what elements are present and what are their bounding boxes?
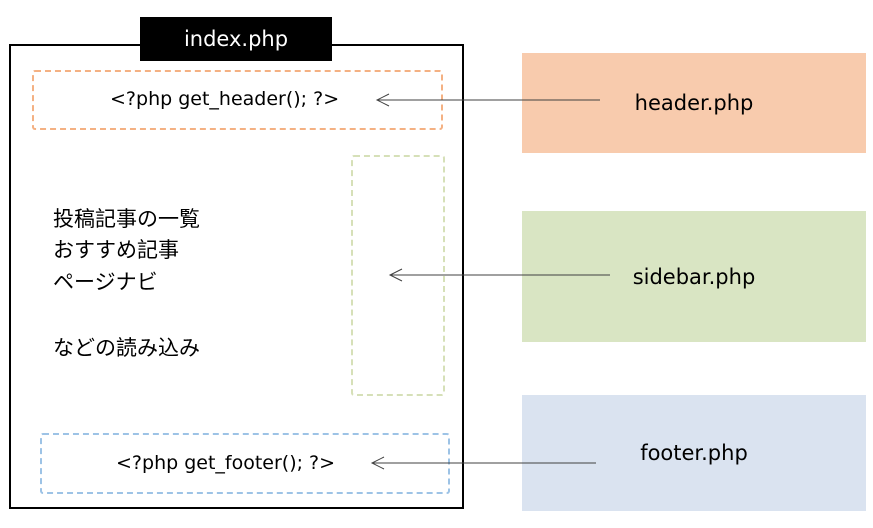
sidebar-slot — [351, 155, 445, 396]
header-php-label: header.php — [634, 91, 754, 115]
content-line-posts: 投稿記事の一覧 — [53, 207, 200, 231]
content-line-recommended: おすすめ記事 — [53, 238, 179, 262]
footer-call-text: <?php get_footer(); ?> — [116, 452, 336, 474]
sidebar-php-box: sidebar.php — [522, 211, 866, 342]
sidebar-php-label: sidebar.php — [632, 264, 756, 289]
footer-slot — [40, 433, 450, 494]
header-call-text: <?php get_header(); ?> — [110, 88, 340, 110]
header-php-box: header.php — [522, 53, 866, 153]
content-line-loading: などの読み込み — [53, 336, 200, 360]
content-line-pagenav: ページナビ — [53, 270, 158, 294]
footer-php-box: footer.php — [522, 395, 866, 511]
footer-php-label: footer.php — [640, 441, 748, 465]
index-php-title: index.php — [140, 17, 332, 61]
